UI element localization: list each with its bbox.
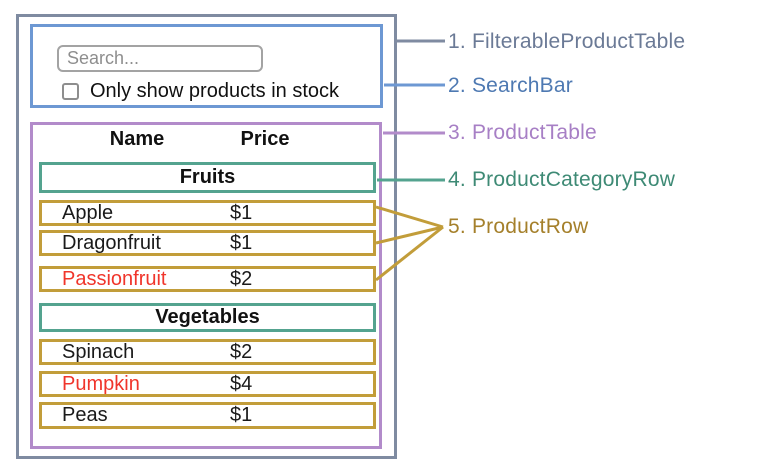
product-row: Apple $1 bbox=[39, 200, 376, 226]
in-stock-checkbox[interactable] bbox=[62, 83, 79, 100]
category-label: Vegetables bbox=[155, 306, 260, 328]
product-row: Spinach $2 bbox=[39, 339, 376, 365]
legend-search-bar: 2. SearchBar bbox=[448, 74, 573, 97]
product-row: Passionfruit $2 bbox=[39, 266, 376, 292]
product-price: $1 bbox=[230, 201, 253, 224]
product-row: Peas $1 bbox=[39, 402, 376, 429]
price-column-header: Price bbox=[240, 128, 290, 150]
legend-product-table: 3. ProductTable bbox=[448, 121, 597, 144]
in-stock-label: Only show products in stock bbox=[90, 80, 339, 102]
product-name: Spinach bbox=[62, 340, 135, 363]
product-name: Passionfruit bbox=[62, 267, 167, 290]
filterable-product-table-box: Only show products in stock Name Price F… bbox=[16, 14, 397, 459]
stock-filter-row: Only show products in stock bbox=[62, 80, 339, 103]
product-price: $4 bbox=[230, 372, 253, 395]
product-table-box: Name Price Fruits Apple $1 Dragonfruit $… bbox=[30, 122, 382, 449]
product-category-row: Vegetables bbox=[39, 303, 376, 332]
legend-product-category-row: 4. ProductCategoryRow bbox=[448, 168, 676, 191]
search-bar-box: Only show products in stock bbox=[30, 24, 383, 108]
product-price: $1 bbox=[230, 231, 253, 254]
product-price: $2 bbox=[230, 267, 253, 290]
product-row: Pumpkin $4 bbox=[39, 371, 376, 397]
product-price: $1 bbox=[230, 404, 253, 426]
category-label: Fruits bbox=[179, 166, 236, 188]
product-category-row: Fruits bbox=[39, 162, 376, 193]
product-row: Dragonfruit $1 bbox=[39, 230, 376, 256]
product-price: $2 bbox=[230, 340, 253, 363]
search-input[interactable] bbox=[57, 45, 263, 72]
product-name: Apple bbox=[62, 201, 114, 224]
legend-product-row: 5. ProductRow bbox=[448, 215, 589, 238]
name-column-header: Name bbox=[109, 128, 165, 150]
product-name: Peas bbox=[62, 404, 108, 426]
product-name: Dragonfruit bbox=[62, 231, 161, 254]
product-name: Pumpkin bbox=[62, 372, 140, 395]
legend-filterable-product-table: 1. FilterableProductTable bbox=[448, 30, 686, 53]
